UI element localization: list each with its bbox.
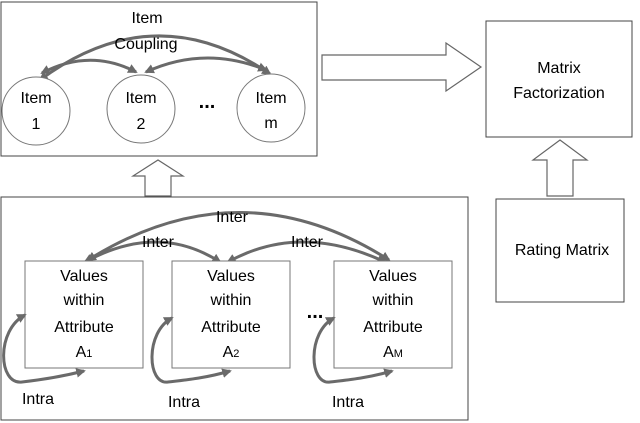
rating-matrix-label: Rating Matrix (515, 242, 609, 259)
inter-arc-outer (86, 211, 391, 262)
matrix-factorization-line1: Matrix (537, 60, 581, 77)
item-node-1-line2: 1 (32, 116, 41, 133)
item-ellipsis: ... (199, 91, 216, 113)
intra-loop-1 (2, 313, 86, 384)
item-coupling-arc-1-2 (40, 58, 138, 75)
intra-label-1: Intra (22, 391, 54, 408)
item-coupling-arc-1-m (38, 34, 272, 82)
inter-label-top: Inter (216, 209, 249, 226)
inter-label-left: Inter (142, 234, 175, 251)
item-node-2-line1: Item (125, 90, 156, 107)
attribute-box-2-line3: Attribute (201, 319, 261, 336)
item-node-2: Item 2 (106, 74, 176, 144)
arrow-attributes-to-items (130, 159, 186, 197)
attribute-box-2-line1: Values (207, 268, 255, 285)
item-node-1: Item 1 (1, 76, 71, 146)
item-node-2-line2: 2 (137, 116, 146, 133)
item-coupling-arc-2-m (144, 56, 268, 74)
inter-arc-left (83, 240, 222, 264)
intra-label-2: Intra (168, 394, 200, 411)
inter-arc-right (226, 240, 387, 264)
attribute-box-m: Values within Attribute AM (333, 260, 453, 369)
arrow-items-to-mf (321, 41, 483, 93)
matrix-factorization-line2: Factorization (513, 85, 605, 102)
attribute-box-2: Values within Attribute A2 (171, 260, 291, 369)
item-node-m-line1: Item (255, 90, 286, 107)
intra-loop-m (312, 316, 394, 384)
intra-loop-2 (150, 316, 232, 384)
rating-matrix-box (495, 198, 625, 303)
attribute-box-1-line2: within (63, 292, 105, 309)
intra-label-m: Intra (332, 394, 364, 411)
item-coupling-title-line1: Item (131, 10, 162, 27)
arrow-rating-to-mf (531, 139, 589, 197)
item-node-m: Item m (236, 73, 306, 143)
item-node-m-line2: m (264, 115, 277, 132)
attribute-box-m-line2: within (372, 292, 414, 309)
attribute-box-1-line3: Attribute (54, 319, 114, 336)
attribute-box-1: Values within Attribute A1 (24, 260, 144, 369)
attribute-box-m-line3: Attribute (363, 319, 423, 336)
item-node-1-line1: Item (20, 90, 51, 107)
item-coupling-title-line2: Coupling (114, 36, 177, 53)
inter-label-right: Inter (291, 234, 324, 251)
matrix-factorization-box (485, 20, 633, 138)
attribute-box-1-line1: Values (60, 268, 108, 285)
attribute-box-2-line2: within (210, 292, 252, 309)
attribute-box-m-line1: Values (369, 268, 417, 285)
attribute-ellipsis: ... (307, 301, 324, 323)
